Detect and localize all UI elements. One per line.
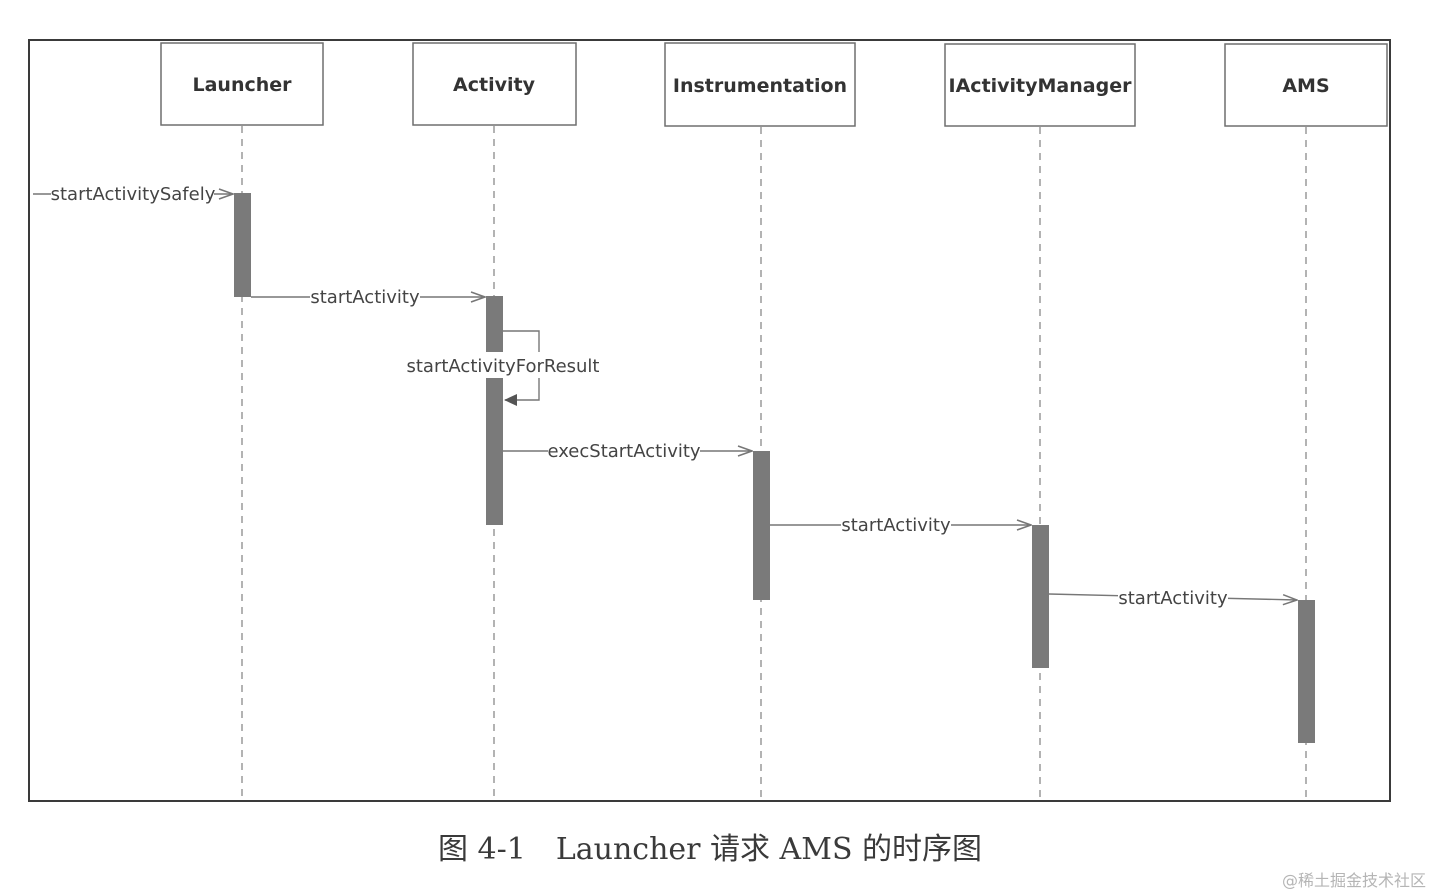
message-label: startActivityForResult [407, 356, 600, 377]
message-startactivitysafely: startActivitySafely [33, 182, 233, 206]
participant-activity: Activity [412, 42, 577, 126]
message-startactivityforresult: startActivityForResult [407, 330, 600, 406]
participant-label: Instrumentation [673, 75, 847, 97]
message-label: execStartActivity [547, 441, 700, 462]
label-background [841, 513, 951, 537]
message-startactivity-1: startActivity [251, 285, 485, 309]
participant-label: IActivityManager [949, 75, 1133, 97]
activation-activity [486, 296, 503, 525]
activation-instrumentation [753, 451, 770, 600]
message-startactivity-2: startActivity [770, 513, 1031, 537]
label-background [51, 182, 214, 206]
activation-ams [1298, 600, 1315, 743]
label-background [407, 352, 599, 378]
label-background [1118, 585, 1228, 609]
participant-label: AMS [1282, 75, 1329, 97]
message-label: startActivitySafely [51, 184, 216, 205]
message-label: startActivity [1118, 588, 1228, 609]
participant-launcher: Launcher [160, 42, 324, 126]
participant-instrumentation: Instrumentation [664, 42, 856, 127]
participant-box [664, 42, 856, 127]
participant-label: Launcher [192, 74, 292, 96]
watermark: @稀土掘金技术社区 [1282, 871, 1426, 890]
activation-iactivitymanager [1032, 525, 1049, 668]
label-background [548, 439, 700, 463]
participant-box [944, 43, 1136, 127]
participant-box [1224, 43, 1388, 127]
figure-caption: 图 4-1 Launcher 请求 AMS 的时序图 [438, 832, 982, 867]
label-background [310, 285, 420, 309]
activations [234, 193, 1315, 743]
participant-ams: AMS [1224, 43, 1388, 127]
message-execstartactivity: execStartActivity [503, 439, 752, 463]
message-label: startActivity [841, 515, 951, 536]
message-startactivity-3: startActivity [1048, 585, 1297, 609]
participant-box [160, 42, 324, 126]
lifelines [241, 126, 1307, 798]
diagram-frame [28, 39, 1391, 802]
message-label: startActivity [310, 287, 420, 308]
participant-label: Activity [453, 74, 536, 96]
activation-launcher [234, 193, 251, 297]
participant-iactivitymanager: IActivityManager [944, 43, 1136, 127]
participant-box [412, 42, 577, 126]
